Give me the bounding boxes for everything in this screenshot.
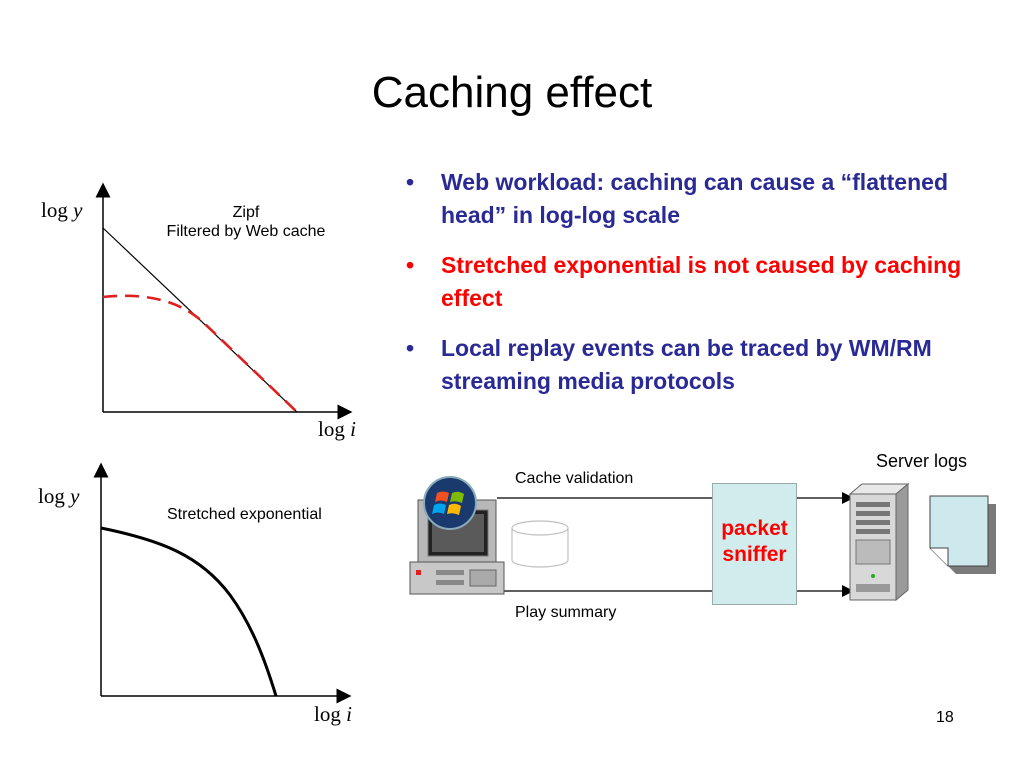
legend-filtered: Filtered by Web cache bbox=[166, 223, 326, 240]
bullet-text: Stretched exponential is not caused by c… bbox=[441, 252, 962, 311]
top-x-axis-label: log i bbox=[318, 417, 356, 442]
cache-validation-label: Cache validation bbox=[515, 470, 634, 487]
top-y-log-text: log bbox=[41, 198, 68, 222]
bullet-item: •Web workload: caching can cause a “flat… bbox=[406, 169, 948, 228]
bullet-item: •Stretched exponential is not caused by … bbox=[406, 252, 962, 311]
page-title: Caching effect bbox=[371, 68, 653, 117]
stretched-exp-label: Stretched exponential bbox=[167, 506, 322, 523]
filtered-curve bbox=[102, 294, 298, 413]
database-cylinder-icon bbox=[511, 520, 569, 568]
server-logs-label: Server logs bbox=[876, 451, 968, 471]
bullet-text: Local replay events can be traced by WM/… bbox=[441, 335, 932, 394]
packet-sniffer-label: packet sniffer bbox=[721, 517, 788, 566]
windows-logo-icon bbox=[423, 476, 477, 530]
bullet-item: •Local replay events can be traced by WM… bbox=[406, 335, 932, 394]
document-icon bbox=[929, 495, 996, 574]
packet-sniffer-box bbox=[712, 483, 797, 605]
server-tower-icon bbox=[848, 482, 910, 602]
play-summary-label: Play summary bbox=[515, 604, 617, 621]
top-y-var: y bbox=[73, 198, 83, 222]
bottom-y-var: y bbox=[70, 484, 80, 508]
bottom-x-axis-label: log i bbox=[314, 702, 352, 727]
stretched-exp-curve bbox=[100, 526, 278, 697]
bullet-list: •Web workload: caching can cause a “flat… bbox=[404, 166, 964, 415]
bottom-x-var: i bbox=[346, 702, 352, 726]
page-number: 18 bbox=[936, 709, 954, 726]
top-graph-legend: Zipf Filtered by Web cache bbox=[148, 203, 344, 241]
zipf-line bbox=[102, 227, 298, 413]
computer-icon bbox=[409, 499, 505, 595]
bottom-y-axis-label: log y bbox=[38, 484, 79, 509]
top-x-log-text: log bbox=[318, 417, 345, 441]
bottom-x-log-text: log bbox=[314, 702, 341, 726]
bottom-y-log-text: log bbox=[38, 484, 65, 508]
legend-zipf: Zipf bbox=[232, 204, 260, 221]
top-y-axis-label: log y bbox=[41, 198, 82, 223]
top-x-var: i bbox=[350, 417, 356, 441]
bullet-text: Web workload: caching can cause a “flatt… bbox=[441, 169, 948, 228]
